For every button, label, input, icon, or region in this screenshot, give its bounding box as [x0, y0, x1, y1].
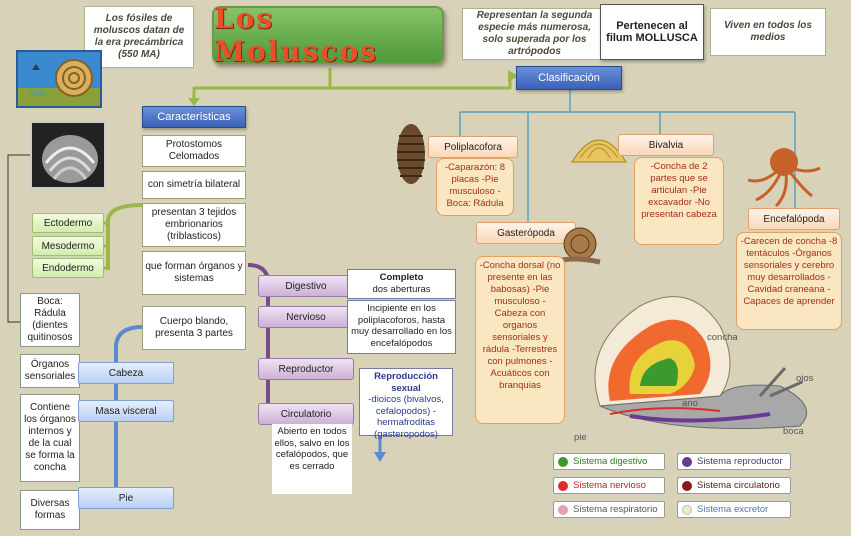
- legend-nervioso: Sistema nervioso: [553, 477, 665, 494]
- legend-dot-icon: [558, 480, 568, 491]
- legend-label: Sistema digestivo: [573, 456, 648, 467]
- legend-reproductor: Sistema reproductor: [677, 453, 791, 470]
- clasificacion-header: Clasificación: [516, 66, 622, 90]
- clase-bivalvia: Bivalvia: [618, 134, 714, 156]
- sistema-digestivo: Digestivo: [258, 275, 354, 297]
- legend-label: Sistema respiratorio: [573, 504, 658, 515]
- snail-label-pie: pie: [574, 432, 587, 443]
- fossil-photo: [30, 121, 106, 189]
- legend-dot-icon: [682, 504, 692, 515]
- caracteristica-tejidos: presentan 3 tejidos embrionarios (tribla…: [142, 203, 246, 247]
- page-title-box: Los Moluscos: [212, 2, 444, 68]
- legend-circulatorio: Sistema circulatorio: [677, 477, 791, 494]
- caracteristica-simetria: con simetría bilateral: [142, 171, 246, 199]
- parte-pie-desc: Diversas formas: [20, 490, 80, 530]
- legend-respiratorio: Sistema respiratorio: [553, 501, 665, 518]
- legend-dot-icon: [558, 456, 568, 467]
- legend-digestivo: Sistema digestivo: [553, 453, 665, 470]
- chiton-image: [394, 122, 428, 186]
- parte-organos-desc: Órganos sensoriales: [20, 354, 80, 388]
- note-fossils: Los fósiles de moluscos datan de la era …: [84, 6, 194, 68]
- parte-masa-desc: Contiene los órganos internos y de la cu…: [20, 394, 80, 482]
- legend-dot-icon: [682, 480, 692, 491]
- parte-cabeza: Cabeza: [78, 362, 174, 384]
- digestivo-title: Completo: [379, 272, 424, 283]
- snail-label-ano: ano: [682, 398, 698, 409]
- bivalve-image: [568, 124, 630, 168]
- clase-poliplacofora: Poliplacofora: [428, 136, 518, 158]
- legend-label: Sistema nervioso: [573, 480, 646, 491]
- caracteristica-organos: que forman órganos y sistemas: [142, 251, 246, 295]
- sistema-nervioso-desc: Incipiente en los poliplacoforos, hasta …: [347, 300, 456, 354]
- clase-poliplacofora-desc: -Caparazón: 8 placas -Pie musculoso -Boc…: [436, 158, 514, 216]
- sistema-circulatorio: Circulatorio: [258, 403, 354, 425]
- clase-gasteropoda-desc: -Concha dorsal (no presente en las babos…: [475, 256, 565, 424]
- legend-excretor: Sistema excretor: [677, 501, 791, 518]
- page-title: Los Moluscos: [214, 2, 378, 68]
- clase-encefalopoda: Encefalópoda: [748, 208, 840, 230]
- clase-bivalvia-desc: -Concha de 2 partes que se articulan -Pi…: [634, 157, 724, 245]
- snail-label-boca: boca: [783, 426, 804, 437]
- snail-label-ojos: ojos: [796, 373, 814, 384]
- tejido-mesodermo: Mesodermo: [32, 236, 104, 256]
- parte-boca-desc: Boca: Rádula (dientes quitinosos: [20, 293, 80, 347]
- snail-anatomy-illustration: [570, 286, 840, 446]
- reproductor-body: -dioicos (bivalvos, cefalopodos) -hermaf…: [368, 394, 444, 440]
- caracteristica-cuerpo: Cuerpo blando, presenta 3 partes: [142, 306, 246, 350]
- snail-label-concha: concha: [707, 332, 738, 343]
- legend-dot-icon: [682, 456, 692, 467]
- fossil-image: [16, 50, 102, 108]
- tejido-endodermo: Endodermo: [32, 258, 104, 278]
- sistema-circulatorio-desc: Abierto en todos ellos, salvo en los cef…: [272, 424, 352, 494]
- tejido-ectodermo: Ectodermo: [32, 213, 104, 233]
- note-phylum: Pertenecen al filum MOLLUSCA: [600, 4, 704, 60]
- sistema-nervioso: Nervioso: [258, 306, 354, 328]
- sistema-reproductor: Reproductor: [258, 358, 354, 380]
- clase-encefalopoda-desc: -Carecen de concha -8 tentáculos -Órgano…: [736, 232, 842, 330]
- legend-dot-icon: [558, 504, 568, 515]
- digestivo-body: dos aberturas: [372, 283, 431, 295]
- caracteristica-protostomos: Protostomos Celomados: [142, 135, 246, 167]
- sistema-reproductor-desc: Reproducción sexual -dioicos (bivalvos, …: [359, 368, 453, 440]
- parte-pie: Pie: [78, 487, 174, 509]
- note-second-species: Representan la segunda especie más numer…: [462, 8, 607, 60]
- sistema-digestivo-desc: Completo dos aberturas: [347, 269, 456, 299]
- note-habitat: Viven en todos los medios: [710, 8, 826, 56]
- parte-masa-visceral: Masa visceral: [78, 400, 174, 422]
- octopus-image: [742, 144, 822, 208]
- reproductor-title: Reproducción sexual: [374, 371, 438, 394]
- legend-label: Sistema excretor: [697, 504, 769, 515]
- legend-label: Sistema reproductor: [697, 456, 783, 467]
- legend-label: Sistema circulatorio: [697, 480, 780, 491]
- caracteristicas-header: Características: [142, 106, 246, 128]
